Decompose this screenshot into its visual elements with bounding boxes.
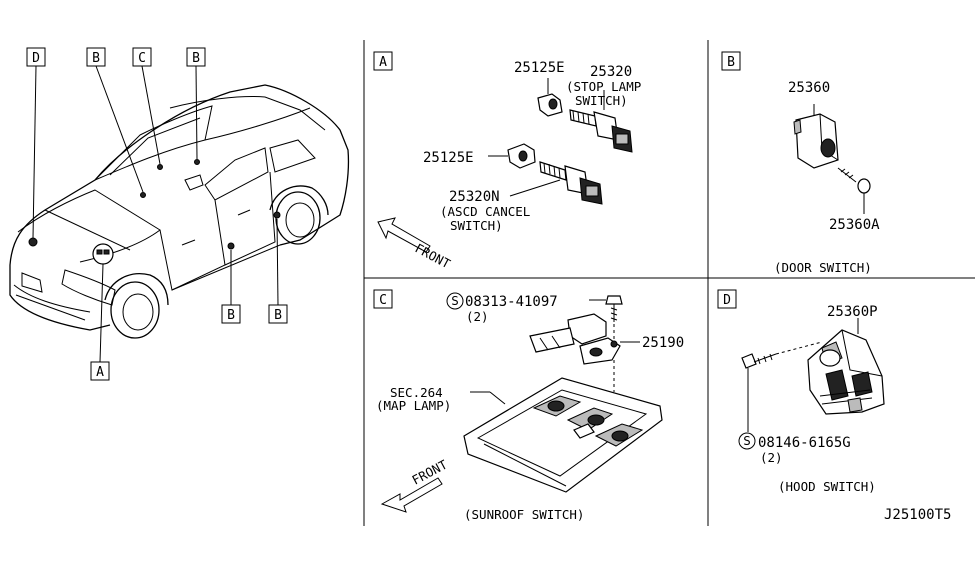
svg-text:B: B — [92, 51, 100, 66]
hood-switch — [807, 318, 885, 415]
panel-c-letter: C — [379, 293, 387, 308]
callout-b-2: B — [186, 47, 206, 67]
part-25320n-desc-2: SWITCH) — [450, 218, 503, 233]
sunroof-switch — [529, 313, 640, 365]
part-08313-qty: (2) — [466, 309, 489, 324]
hood-switch-bolt — [741, 341, 823, 432]
panel-d: D 25360P S 08146-6165G (2) (HOOD SWITCH) — [717, 289, 885, 494]
part-08313-41097: 08313-41097 — [465, 294, 558, 310]
ascd-cancel-switch — [539, 161, 603, 205]
svg-text:A: A — [96, 365, 104, 380]
panel-b-letter: B — [727, 55, 735, 70]
panel-c-letter-box — [373, 289, 393, 309]
svg-text:S: S — [451, 293, 459, 308]
map-lamp-housing — [463, 377, 663, 493]
part-25190: 25190 — [642, 335, 684, 351]
part-25320: 25320 — [590, 64, 632, 80]
svg-text:D: D — [32, 51, 40, 66]
screw-08313 — [589, 295, 623, 392]
part-25320-desc-1: (STOP LAMP — [566, 79, 641, 94]
door-switch — [793, 104, 839, 169]
door-switch-screw — [837, 167, 871, 214]
part-08146-qty: (2) — [760, 450, 783, 465]
callout-b-4: B — [268, 304, 288, 324]
panel-b-letter-box — [721, 51, 741, 71]
panel-dividers — [363, 40, 975, 526]
svg-text:B: B — [227, 308, 235, 323]
callout-b-3: B — [221, 304, 241, 324]
svg-text:B: B — [274, 308, 282, 323]
part-25320-desc-2: SWITCH) — [575, 93, 628, 108]
part-25320n: 25320N — [449, 189, 500, 205]
map-lamp-label: (MAP LAMP) — [376, 398, 451, 413]
callout-a: A — [90, 361, 110, 381]
hood-switch-caption: (HOOD SWITCH) — [778, 479, 876, 494]
sec-264-label: SEC.264 — [390, 385, 443, 400]
part-25360p: 25360P — [827, 304, 878, 320]
svg-text:B: B — [192, 51, 200, 66]
front-label-a: FRONT — [413, 240, 454, 271]
stop-lamp-switch — [569, 109, 633, 153]
part-25320n-desc-1: (ASCD CANCEL — [440, 204, 530, 219]
part-25125e-lower: 25125E — [423, 150, 474, 166]
svg-text:S: S — [743, 433, 751, 448]
panel-a-letter-box — [373, 51, 393, 71]
diagram-code: J25100T5 — [884, 507, 951, 523]
svg-text:C: C — [138, 51, 146, 66]
panel-d-letter: D — [723, 293, 731, 308]
panel-a-letter: A — [379, 55, 387, 70]
panel-c: C — [373, 289, 684, 522]
callout-d: D — [26, 47, 46, 67]
part-25360: 25360 — [788, 80, 830, 96]
part-25125e-upper: 25125E — [514, 60, 565, 76]
callout-b-1: B — [86, 47, 106, 67]
s-mark-c — [446, 292, 464, 310]
car-illustration — [9, 65, 350, 363]
callout-c: C — [132, 47, 152, 67]
front-arrow-c — [380, 477, 443, 513]
panel-a: A 25125E 25320 (STOP L — [373, 51, 641, 272]
panel-d-letter-box — [717, 289, 737, 309]
panel-b: B 25360 25360A (DOOR SWITCH) — [721, 51, 880, 275]
sunroof-switch-caption: (SUNROOF SWITCH) — [464, 507, 584, 522]
part-08146-6165g: 08146-6165G — [758, 435, 851, 451]
front-arrow-a — [377, 217, 431, 253]
door-switch-caption: (DOOR SWITCH) — [774, 260, 872, 275]
s-mark-d — [738, 432, 756, 450]
part-25360a: 25360A — [829, 217, 880, 233]
